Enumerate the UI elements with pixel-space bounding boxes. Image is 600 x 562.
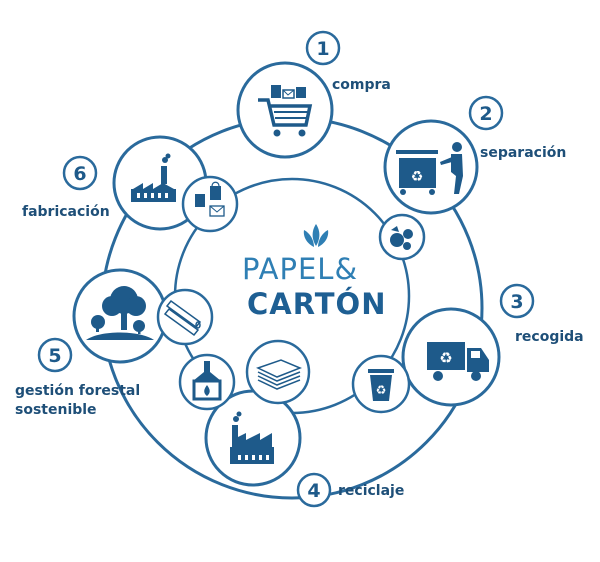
- step-separacion-subnode: [378, 213, 426, 261]
- paper-stack-icon: [256, 359, 302, 390]
- paper-bags-icon: [195, 181, 225, 217]
- step-label: fabricación: [22, 204, 110, 220]
- step-number: 5: [48, 345, 61, 367]
- step-number: 3: [510, 291, 523, 313]
- waste-bin-person-icon: ♻: [396, 142, 463, 195]
- factory-icon: [230, 411, 274, 464]
- step-forestal-subnode: [156, 288, 214, 346]
- step-reciclaje-subnode-fire: [178, 353, 236, 411]
- step-fabricacion-subnode: [181, 175, 239, 233]
- step-compra-node: [236, 61, 334, 159]
- step-forestal-node: [72, 268, 168, 364]
- step-number-badge: [305, 30, 341, 66]
- step-label: compra: [332, 77, 391, 93]
- step-number-badge: [468, 95, 504, 131]
- step-label-line2: sostenible: [15, 402, 97, 418]
- paper-rolls-icon: [163, 299, 202, 337]
- shopping-cart-icon: [258, 85, 313, 137]
- step-number: 2: [479, 103, 492, 125]
- svg-text:♻: ♻: [439, 349, 452, 367]
- step-recogida-node: ♻: [401, 307, 501, 407]
- fireplace-icon: [192, 361, 222, 401]
- step-number-badge: [37, 337, 73, 373]
- step-recogida-subnode: ♻: [351, 354, 411, 414]
- svg-text:♻: ♻: [411, 169, 424, 185]
- forest-tree-icon: [86, 286, 154, 340]
- svg-text:♻: ♻: [376, 383, 387, 397]
- center-title-line1: PAPEL&: [242, 252, 358, 286]
- step-number: 4: [307, 480, 320, 502]
- step-reciclaje-subnode-paper: [245, 339, 311, 405]
- step-number-badge: [499, 283, 535, 319]
- center-title-line2: CARTÓN: [247, 287, 386, 321]
- step-number-badge: [62, 155, 98, 191]
- step-label-line1: gestión forestal: [15, 383, 140, 399]
- step-number: 1: [316, 38, 329, 60]
- step-label: recogida: [515, 329, 584, 345]
- step-label: reciclaje: [338, 483, 404, 499]
- recycling-bin-icon: ♻: [368, 369, 394, 401]
- step-number: 6: [73, 163, 86, 185]
- paper-waste-icon: [390, 226, 413, 250]
- step-number-badge: [296, 472, 332, 508]
- recycling-truck-icon: ♻: [427, 342, 489, 381]
- step-label: separación: [480, 145, 566, 161]
- factory-products-icon: [131, 153, 176, 202]
- step-separacion-node: ♻: [383, 119, 479, 215]
- step-reciclaje-node: [204, 389, 302, 487]
- leaf-logo-icon: [303, 224, 329, 247]
